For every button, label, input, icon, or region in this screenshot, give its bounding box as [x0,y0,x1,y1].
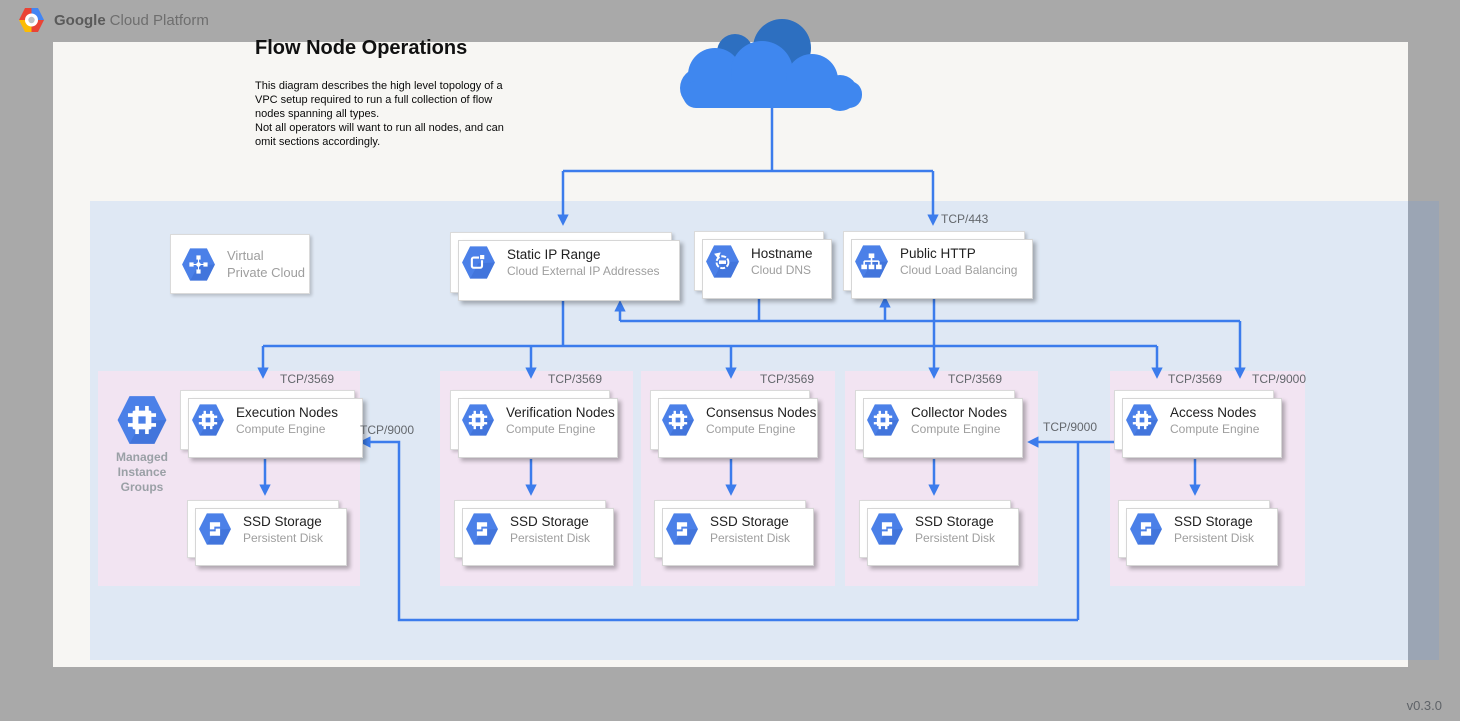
managed-instance-groups-label: Managed Instance Groups [96,450,188,495]
port-label-exec-tcp3569: TCP/3569 [280,372,334,386]
external-ip-icon [461,245,496,280]
consensus-ssd-card: SSD Storage Persistent Disk [654,500,806,558]
persistent-disk-icon [198,512,232,546]
vpc-icon [181,247,216,282]
port-label-cons-tcp3569: TCP/3569 [760,372,814,386]
port-label-verif-tcp3569: TCP/3569 [548,372,602,386]
port-label-peer-right-tcp9000: TCP/9000 [1043,420,1097,434]
header-brand: GoogleCloud Platform [18,7,209,33]
card-title: Public HTTP [900,245,1017,262]
execution-ssd-card: SSD Storage Persistent Disk [187,500,339,558]
page-title: Flow Node Operations [255,37,467,60]
collector-ssd-card: SSD Storage Persistent Disk [859,500,1011,558]
version-label: v0.3.0 [1407,698,1442,713]
brand-cloud-platform: Cloud Platform [110,12,209,29]
gcp-logo-icon [18,7,45,33]
access-nodes-card: Access Nodes Compute Engine [1114,390,1274,450]
compute-engine-icon [461,403,495,437]
cloud-dns-icon [705,244,740,279]
compute-engine-icon [866,403,900,437]
public-http-card: Public HTTP Cloud Load Balancing [843,231,1025,291]
virtual-private-cloud-card: Virtual Private Cloud [170,234,310,294]
internet-cloud-icon [655,8,885,118]
vpc-label-line1: Virtual [227,247,305,264]
compute-engine-icon [1125,403,1159,437]
port-label-tcp443: TCP/443 [941,212,988,226]
persistent-disk-icon [1129,512,1163,546]
collector-nodes-card: Collector Nodes Compute Engine [855,390,1015,450]
persistent-disk-icon [870,512,904,546]
card-subtitle: Cloud Load Balancing [900,262,1017,278]
access-ssd-card: SSD Storage Persistent Disk [1118,500,1270,558]
port-label-coll-tcp3569: TCP/3569 [948,372,1002,386]
load-balancer-icon [854,244,889,279]
vpc-label-line2: Private Cloud [227,264,305,281]
card-subtitle: Cloud DNS [751,262,813,278]
port-label-peer-left-tcp9000: TCP/9000 [360,423,414,437]
verification-nodes-card: Verification Nodes Compute Engine [450,390,610,450]
persistent-disk-icon [665,512,699,546]
execution-nodes-card: Execution Nodes Compute Engine [180,390,355,450]
card-title: Hostname [751,245,813,262]
brand-google: Google [54,12,106,29]
verification-ssd-card: SSD Storage Persistent Disk [454,500,606,558]
compute-engine-icon [661,403,695,437]
page-description: This diagram describes the high level to… [255,79,535,149]
hostname-card: Hostname Cloud DNS [694,231,824,291]
compute-engine-icon [191,403,225,437]
consensus-nodes-card: Consensus Nodes Compute Engine [650,390,810,450]
port-label-access-tcp3569: TCP/3569 [1168,372,1222,386]
card-title: Static IP Range [507,246,660,263]
managed-instance-groups-icon [116,394,168,446]
port-label-access-tcp9000: TCP/9000 [1252,372,1306,386]
card-subtitle: Cloud External IP Addresses [507,263,660,279]
static-ip-range-card: Static IP Range Cloud External IP Addres… [450,232,672,293]
persistent-disk-icon [465,512,499,546]
